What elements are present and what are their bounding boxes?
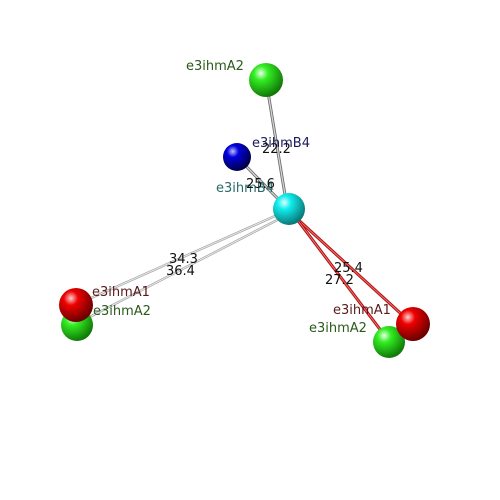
label-blue-upper: e3ihmB4 — [252, 136, 310, 151]
atoms — [59, 63, 430, 358]
bond-right-red-highlight — [291, 213, 411, 323]
bond-left-red-highlight — [79, 211, 285, 304]
bond-left-green-highlight — [79, 215, 286, 323]
bond-right-green-highlight — [295, 217, 389, 341]
label-right-red: e3ihmA1 — [333, 303, 391, 318]
label-blue-lower: e3ihmB4 — [216, 181, 274, 196]
label-left-red: e3ihmA1 — [92, 285, 150, 300]
distance-blue: 25.6 — [246, 177, 275, 192]
atom-top-green[interactable] — [249, 63, 283, 97]
bonds — [79, 79, 412, 341]
distance-left-green: 36.4 — [166, 264, 195, 279]
label-left-green: e3ihmA2 — [93, 304, 151, 319]
distance-right-red: 25.4 — [334, 261, 363, 276]
label-right-green: e3ihmA2 — [309, 321, 367, 336]
atom-right-red[interactable] — [396, 307, 430, 341]
atom-labels: e3ihmA2 e3ihmB4 e3ihmB4 e3ihmA1 e3ihmA2 … — [92, 59, 391, 336]
distance-labels: 22.2 25.6 34.3 36.4 25.4 27.2 — [166, 142, 363, 288]
distance-left-red: 34.3 — [169, 252, 198, 267]
distance-right-green: 27.2 — [325, 273, 354, 288]
atom-left-red[interactable] — [59, 288, 93, 322]
label-top-green: e3ihmA2 — [186, 59, 244, 74]
atom-right-green[interactable] — [373, 326, 405, 358]
atom-blue[interactable] — [223, 143, 251, 171]
atom-center-cyan[interactable] — [273, 193, 305, 225]
distance-top-green: 22.2 — [262, 142, 291, 157]
bond-top-green-highlight — [265, 79, 288, 208]
